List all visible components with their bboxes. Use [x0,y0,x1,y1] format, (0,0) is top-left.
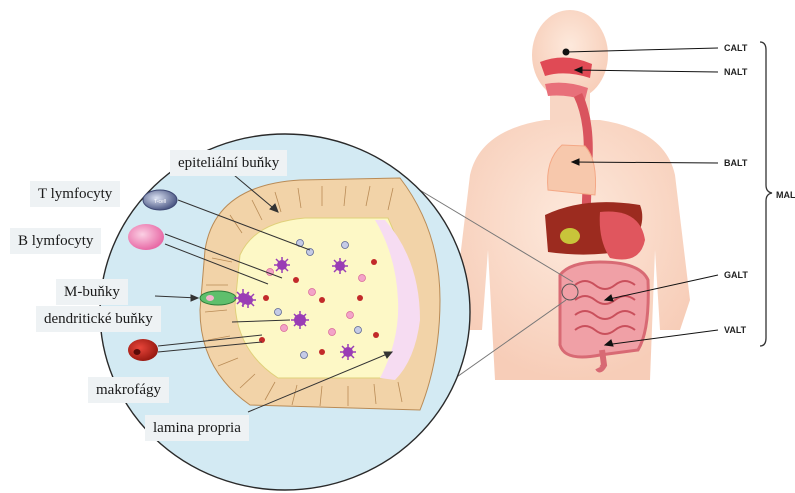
label-malt: MAL [776,190,795,200]
gallbladder [560,228,580,244]
label-epithelial-cells: epiteliální buňky [170,150,287,176]
macrophage-icon-nucleus [134,349,141,355]
label-macrophages: makrofágy [88,377,169,403]
b-lymphocyte-icon [128,224,164,250]
m-cell [200,291,236,305]
label-nalt: NALT [724,67,747,77]
label-galt: GALT [724,270,748,280]
m-cell-nucleus [206,295,214,301]
macrophage-icon [128,339,158,361]
label-t-lymphocytes: T lymfocyty [30,181,120,207]
label-balt: BALT [724,158,747,168]
label-dendritic-cells: dendritické buňky [36,306,161,332]
human-body-figure [455,10,690,380]
label-calt: CALT [724,43,747,53]
label-lamina-propria: lamina propria [145,415,249,441]
label-m-cells: M-buňky [56,279,128,305]
label-valt: VALT [724,325,746,335]
large-intestine [560,262,648,357]
label-b-lymphocytes: B lymfocyty [10,228,101,254]
t-cell-icon-text: T-cell [154,199,166,205]
pointer-calt-dot [563,49,569,55]
malt-bracket [760,42,772,346]
